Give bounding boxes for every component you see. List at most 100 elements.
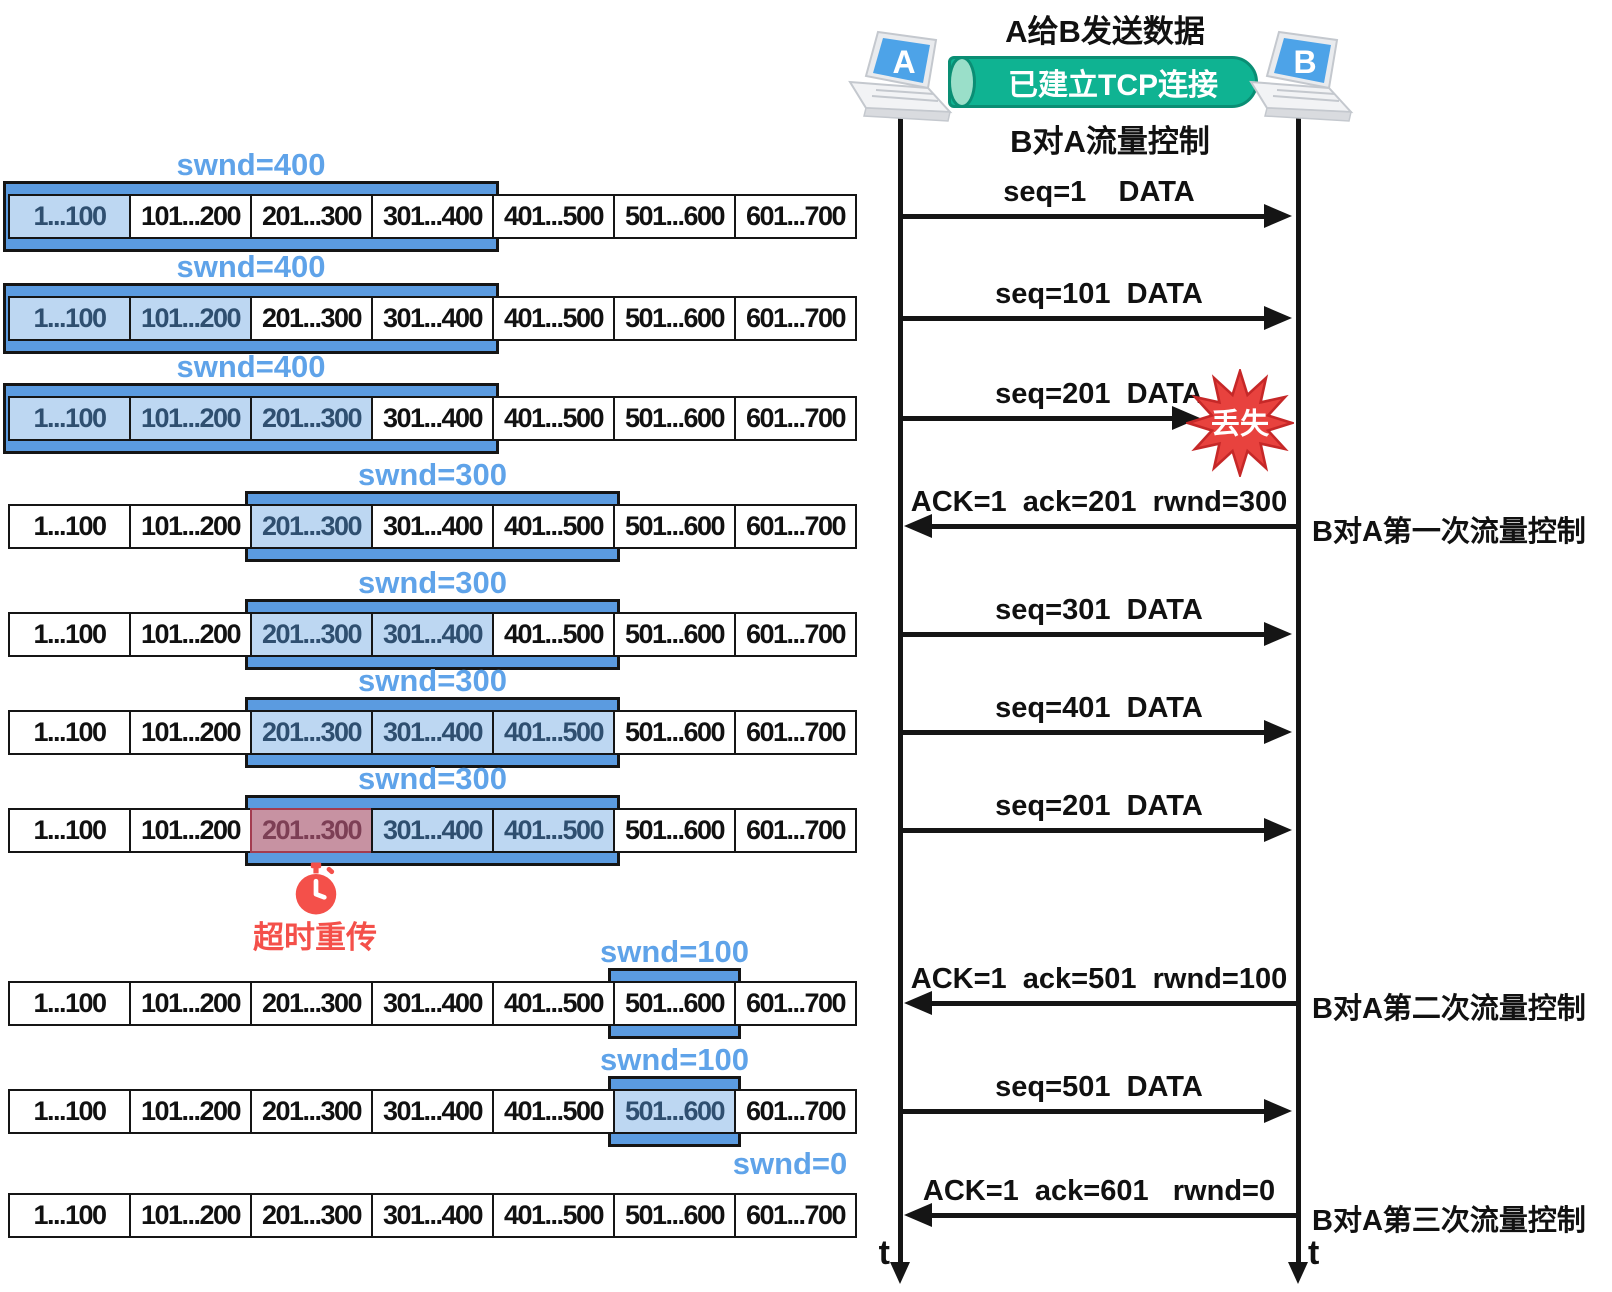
byte-range-cell: 101...200 <box>129 504 252 549</box>
byte-range-cell: 301...400 <box>371 504 494 549</box>
byte-range-cell: 201...300 <box>250 981 373 1026</box>
swnd-label: swnd=100 <box>599 934 750 969</box>
swnd-label: swnd=300 <box>357 457 508 492</box>
byte-range-cell: 401...500 <box>492 612 615 657</box>
ack-arrow-head <box>904 1203 932 1227</box>
byte-range-cell: 501...600 <box>613 1089 736 1134</box>
byte-range-cell: 601...700 <box>734 504 857 549</box>
byte-range-cell: 1...100 <box>8 808 131 853</box>
timeout-clock-icon <box>295 862 337 915</box>
swnd-label: swnd=300 <box>357 761 508 796</box>
data-arrow-head <box>1264 818 1292 842</box>
lifeline-a-arrowhead <box>890 1262 910 1284</box>
data-message-label: seq=201 DATA <box>995 790 1203 822</box>
data-arrow-head <box>1264 306 1292 330</box>
byte-range-cell: 101...200 <box>129 710 252 755</box>
byte-range-cell: 501...600 <box>613 194 736 239</box>
time-label-a: t <box>878 1234 890 1272</box>
byte-range-cell: 201...300 <box>250 612 373 657</box>
tcp-connection-pipe: 已建立TCP连接 <box>948 56 1258 108</box>
byte-range-cell: 501...600 <box>613 396 736 441</box>
byte-range-cell: 201...300 <box>250 710 373 755</box>
byte-range-cell: 1...100 <box>8 296 131 341</box>
byte-range-cell: 601...700 <box>734 194 857 239</box>
data-message-label: seq=401 DATA <box>995 692 1203 724</box>
data-arrow-head <box>1264 204 1292 228</box>
byte-range-cell: 201...300 <box>250 396 373 441</box>
byte-range-cell: 401...500 <box>492 808 615 853</box>
byte-range-cell: 301...400 <box>371 612 494 657</box>
byte-range-cell: 1...100 <box>8 504 131 549</box>
byte-range-cell: 1...100 <box>8 396 131 441</box>
laptop-a-icon: A <box>848 30 953 122</box>
byte-range-cell: 401...500 <box>492 504 615 549</box>
byte-range-cell: 601...700 <box>734 296 857 341</box>
host-a-letter: A <box>892 44 915 80</box>
byte-range-cell: 501...600 <box>613 296 736 341</box>
byte-range-cell: 601...700 <box>734 396 857 441</box>
byte-range-cell: 101...200 <box>129 1193 252 1238</box>
swnd-label: swnd=100 <box>599 1042 750 1077</box>
data-message-label: seq=501 DATA <box>995 1071 1203 1103</box>
byte-range-cell: 1...100 <box>8 612 131 657</box>
data-arrow-line <box>902 1108 1264 1114</box>
byte-range-cell: 101...200 <box>129 612 252 657</box>
lifeline-a <box>898 118 903 1264</box>
byte-range-cell: 201...300 <box>250 504 373 549</box>
timeout-retransmit-label: 超时重传 <box>253 920 377 955</box>
flow-control-note: B对A第二次流量控制 <box>1312 993 1586 1025</box>
ack-arrow-line <box>932 1000 1296 1006</box>
data-arrow-head <box>1264 622 1292 646</box>
byte-range-cell: 301...400 <box>371 1193 494 1238</box>
byte-range-cell: 301...400 <box>371 981 494 1026</box>
time-label-b: t <box>1308 1234 1320 1272</box>
tcp-connection-label: 已建立TCP连接 <box>1008 69 1218 102</box>
byte-range-cell: 501...600 <box>613 1193 736 1238</box>
byte-range-cell: 301...400 <box>371 808 494 853</box>
byte-range-cell: 101...200 <box>129 808 252 853</box>
data-arrow-line <box>902 213 1264 219</box>
byte-range-cell: 501...600 <box>613 710 736 755</box>
laptop-b-icon: B <box>1249 30 1354 122</box>
byte-range-cell: 1...100 <box>8 710 131 755</box>
byte-range-cell: 201...300 <box>250 296 373 341</box>
data-message-label: seq=201 DATA <box>995 378 1203 410</box>
byte-range-cell: 301...400 <box>371 396 494 441</box>
byte-range-cell: 501...600 <box>613 981 736 1026</box>
byte-range-cell: 201...300 <box>250 808 373 853</box>
swnd-label: swnd=400 <box>176 349 326 384</box>
ack-arrow-line <box>932 1212 1296 1218</box>
swnd-label: swnd=400 <box>176 147 326 182</box>
byte-range-cell: 401...500 <box>492 396 615 441</box>
host-b-letter: B <box>1293 44 1316 80</box>
byte-range-cell: 401...500 <box>492 194 615 239</box>
flow-control-note: B对A第三次流量控制 <box>1312 1205 1586 1237</box>
burst-star <box>1183 366 1297 480</box>
byte-range-cell: 601...700 <box>734 710 857 755</box>
byte-range-cell: 1...100 <box>8 1089 131 1134</box>
byte-range-cell: 301...400 <box>371 194 494 239</box>
title-a-sends-b: A给B发送数据 <box>1005 14 1205 49</box>
data-arrow-line <box>902 827 1264 833</box>
byte-range-cell: 101...200 <box>129 981 252 1026</box>
ack-arrow-head <box>904 514 932 538</box>
byte-range-cell: 301...400 <box>371 296 494 341</box>
pipe-end-cap <box>948 56 976 108</box>
data-arrow-head <box>1264 720 1292 744</box>
ack-arrow-head <box>904 991 932 1015</box>
data-message-label: seq=301 DATA <box>995 594 1203 626</box>
byte-range-cell: 101...200 <box>129 396 252 441</box>
data-message-label: seq=101 DATA <box>995 278 1203 310</box>
packet-lost-burst: 丢失 <box>1183 366 1297 480</box>
flow-control-note: B对A第一次流量控制 <box>1312 516 1586 548</box>
byte-range-cell: 401...500 <box>492 1089 615 1134</box>
byte-range-cell: 101...200 <box>129 1089 252 1134</box>
data-arrow-head <box>1264 1099 1292 1123</box>
ack-message-label: ACK=1 ack=201 rwnd=300 <box>910 486 1288 518</box>
byte-range-cell: 401...500 <box>492 981 615 1026</box>
lifeline-b <box>1296 118 1301 1264</box>
byte-range-cell: 601...700 <box>734 1089 857 1134</box>
byte-range-cell: 501...600 <box>613 612 736 657</box>
byte-range-cell: 501...600 <box>613 504 736 549</box>
